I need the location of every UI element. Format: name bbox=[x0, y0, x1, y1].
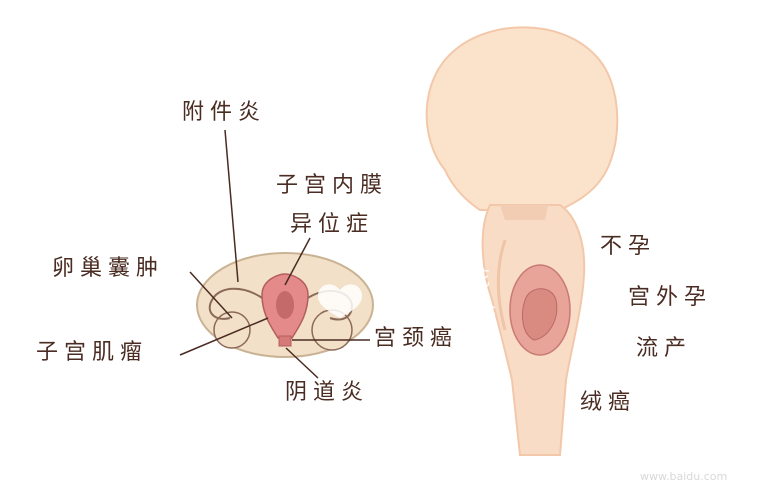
footer-source: www.baidu.com bbox=[640, 470, 728, 483]
fetus-detail bbox=[521, 288, 558, 341]
label-infertility: 不孕 bbox=[600, 234, 657, 259]
left-fallopian-tube bbox=[208, 287, 266, 320]
label-miscarriage: 流产 bbox=[636, 336, 693, 361]
watermark-platform: 红书 bbox=[460, 304, 496, 325]
uterus-cavity bbox=[276, 291, 294, 319]
label-adnexitis: 附件炎 bbox=[182, 100, 267, 125]
watermark-heart-icon bbox=[318, 284, 362, 318]
label-ovarian-cyst: 卵巢囊肿 bbox=[52, 256, 165, 281]
label-vaginitis: 阴道炎 bbox=[285, 380, 370, 405]
leader-adnexitis bbox=[224, 129, 239, 283]
label-choriocarcinoma: 绒癌 bbox=[580, 390, 637, 415]
left-ovary bbox=[213, 311, 251, 349]
label-cervical-cancer: 宫颈癌 bbox=[374, 326, 459, 351]
figure-neck bbox=[500, 205, 548, 220]
label-ectopic-pregnancy: 宫外孕 bbox=[628, 285, 713, 310]
figure-arm bbox=[496, 239, 507, 331]
cervix-shape bbox=[278, 335, 292, 347]
right-ovary bbox=[311, 309, 353, 351]
leader-fibroid bbox=[179, 317, 269, 356]
label-uterine-fibroid: 子宫肌瘤 bbox=[36, 340, 149, 365]
watermark-brand: @七叶一枝花 bbox=[370, 266, 490, 290]
label-endometriosis-2: 异位症 bbox=[290, 212, 375, 237]
leader-ovarian-cyst bbox=[189, 271, 233, 319]
label-endometriosis-1: 子宫内膜 bbox=[276, 173, 389, 198]
leader-vaginitis bbox=[285, 347, 319, 379]
figure-hair bbox=[425, 26, 619, 211]
leader-endometriosis bbox=[284, 237, 311, 286]
